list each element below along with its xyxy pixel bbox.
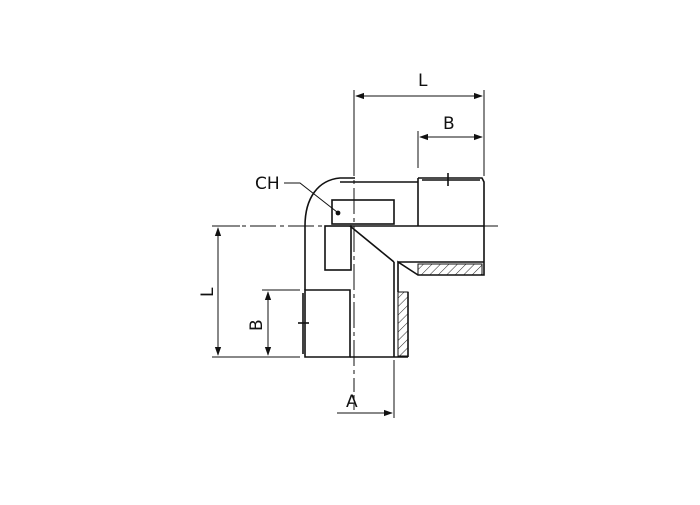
section-bore-right — [397, 226, 485, 292]
dim-left-b-label: B — [247, 319, 267, 331]
dim-left-l-label: L — [198, 287, 218, 297]
center-lines — [212, 150, 498, 386]
dim-bottom-a — [337, 360, 395, 418]
hatch-bottom-thread — [397, 291, 409, 357]
elbow-outer-curve — [304, 177, 355, 290]
dim-bottom-a-label: A — [346, 392, 358, 412]
hatched-sections — [397, 263, 483, 357]
ch-leader — [284, 182, 338, 213]
dim-top-l-label: L — [418, 71, 428, 91]
dim-left-l — [212, 225, 300, 358]
section-diagonal — [349, 225, 395, 263]
dim-top-b — [417, 131, 483, 168]
hatch-top-thread — [417, 263, 483, 276]
dim-top-b-label: B — [443, 114, 455, 134]
left-thread-outline — [304, 289, 351, 358]
hex-flat-left — [324, 225, 352, 271]
dim-top-l — [353, 90, 485, 176]
dim-left-b — [262, 289, 300, 356]
ch-leader-dot — [335, 210, 341, 216]
ch-label: CH — [255, 174, 280, 194]
right-thread-outline — [418, 177, 485, 226]
hex-flat-top — [331, 199, 395, 225]
ch-callout: CH — [255, 174, 341, 216]
